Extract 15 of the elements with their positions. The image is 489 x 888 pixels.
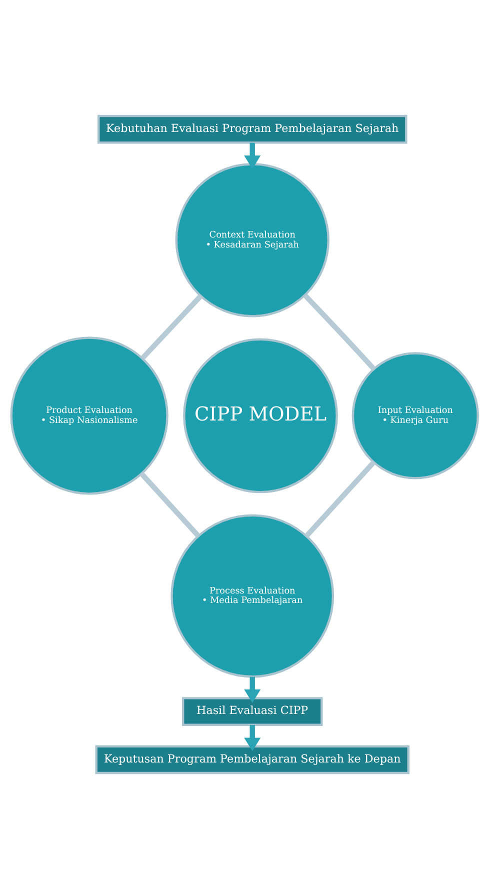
node-circle: Input Evaluation • Kinerja Guru (352, 352, 479, 479)
node-circle: CIPP MODEL (183, 338, 338, 493)
connector (304, 460, 376, 538)
node-box: Keputusan Program Pembelajaran Sejarah ke Depan (95, 744, 410, 774)
node-box: Hasil Evaluasi CIPP (182, 696, 323, 726)
arrow (244, 676, 261, 702)
node-circle: Product Evaluation • Sikap Nasionalisme (10, 336, 168, 494)
connector (303, 293, 376, 370)
connector (140, 472, 200, 538)
connector (140, 294, 203, 360)
arrow (244, 724, 261, 751)
arrow (244, 142, 261, 169)
node-circle: Context Evaluation • Kesadaran Sejarah (175, 162, 330, 317)
node-box: Kebutuhan Evaluasi Program Pembelajaran Sejarah (97, 114, 408, 144)
node-circle: Process Evaluation • Media Pembelajaran (170, 514, 334, 678)
